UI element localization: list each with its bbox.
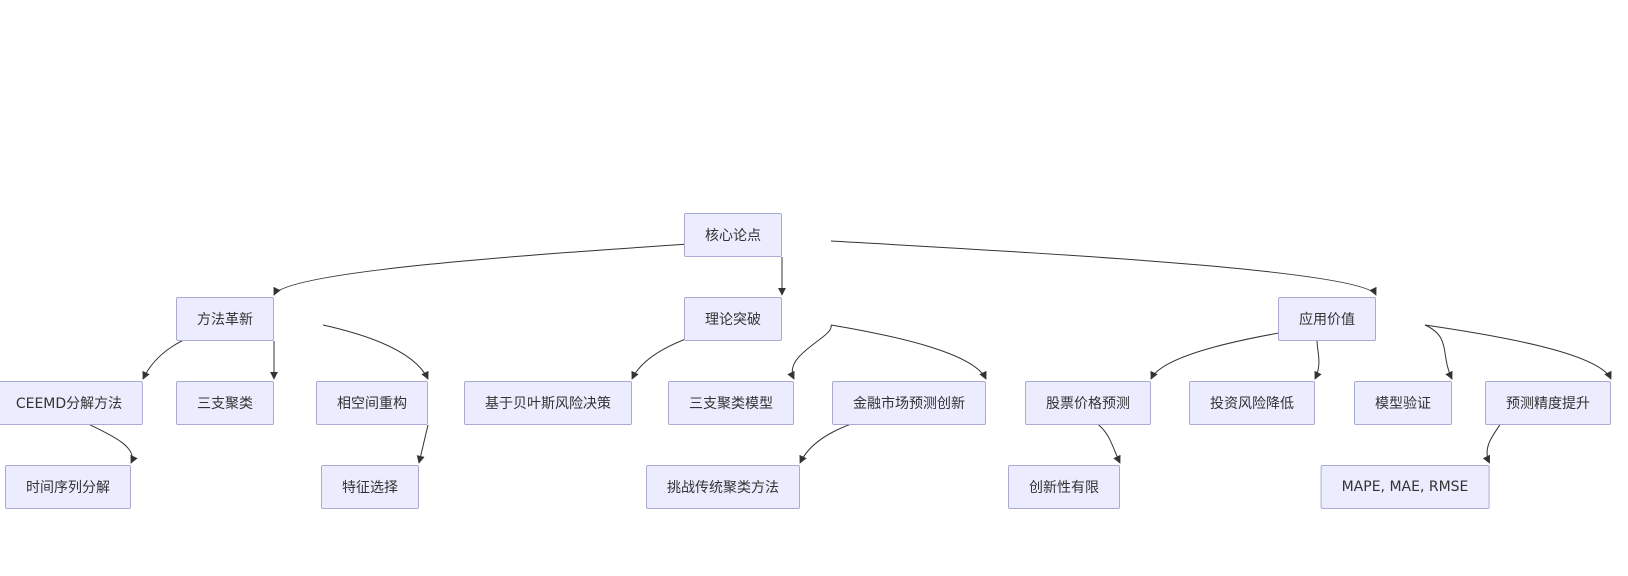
node-feature: 特征选择 [321, 465, 419, 509]
node-theory: 理论突破 [684, 297, 782, 341]
edge-application-validation [1424, 324, 1453, 380]
node-novelty: 创新性有限 [1008, 465, 1120, 509]
node-risk: 投资风险降低 [1189, 381, 1315, 425]
node-decompose: 时间序列分解 [5, 465, 131, 509]
node-stock: 股票价格预测 [1025, 381, 1151, 425]
edge-root-application [830, 240, 1377, 296]
edge-phase-space-feature [416, 424, 429, 464]
node-finance: 金融市场预测创新 [832, 381, 986, 425]
node-accuracy: 预测精度提升 [1485, 381, 1611, 425]
node-ceemd: CEEMD分解方法 [0, 381, 144, 425]
node-method: 方法革新 [176, 297, 274, 341]
edge-group [68, 240, 1612, 464]
edge-theory-finance [830, 324, 987, 380]
node-phase-space: 相空间重构 [316, 381, 428, 425]
node-validation: 模型验证 [1354, 381, 1452, 425]
node-root: 核心论点 [684, 213, 782, 257]
node-application: 应用价值 [1278, 297, 1376, 341]
node-challenge: 挑战传统聚类方法 [646, 465, 800, 509]
node-metrics: MAPE, MAE, RMSE [1320, 465, 1490, 509]
node-bayes: 基于贝叶斯风险决策 [464, 381, 632, 425]
edge-root-method [273, 240, 734, 296]
node-three-way: 三支聚类 [176, 381, 274, 425]
edge-application-accuracy [1424, 324, 1612, 380]
edge-method-phase-space [322, 324, 429, 380]
node-three-way-model: 三支聚类模型 [668, 381, 794, 425]
edge-theory-three-way-model [787, 324, 832, 380]
